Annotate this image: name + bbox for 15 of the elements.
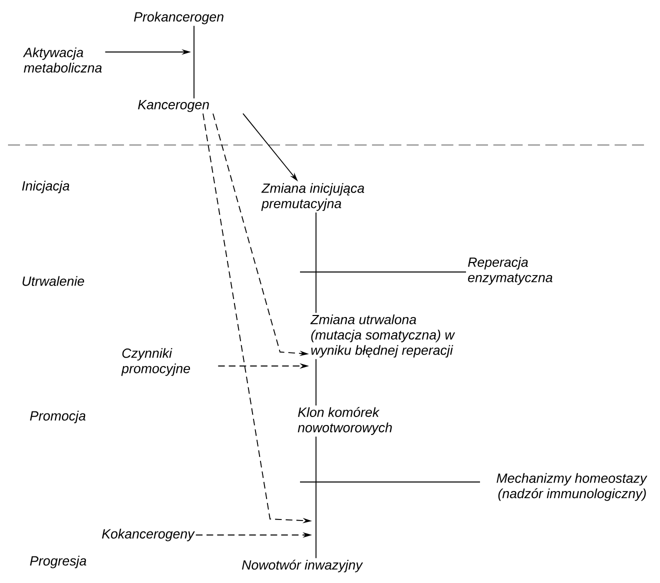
stage-label: Utrwalenie <box>22 276 84 286</box>
node-text: Kokancerogeny <box>102 528 195 542</box>
node-text: Klon komórek nowotworowych <box>298 407 392 435</box>
node-text: Reperacja enzymatyczna <box>468 257 552 285</box>
stage-label: Inicjacja <box>22 180 70 194</box>
node-text: Aktywacja metaboliczna <box>22 47 102 73</box>
stage-label: Promocja <box>30 410 86 424</box>
node-text: Nowotwór inwazyjny <box>242 560 364 572</box>
stage-label: Progresja <box>30 556 86 568</box>
node-text: Kancerogen <box>138 100 209 112</box>
node-text: Zmiana utrwalona (mutacja somatyczna) w wyniku błędnej reperacji <box>310 314 456 358</box>
node-text: Czynniki promocyjne <box>121 348 190 376</box>
node-text: Prokancerogen <box>134 12 224 24</box>
node-text: Mechanizmy homeostazy (nadzór immunologiczny) <box>496 473 648 501</box>
node-text: Zmiana inicjująca premutacyjna <box>261 183 364 211</box>
